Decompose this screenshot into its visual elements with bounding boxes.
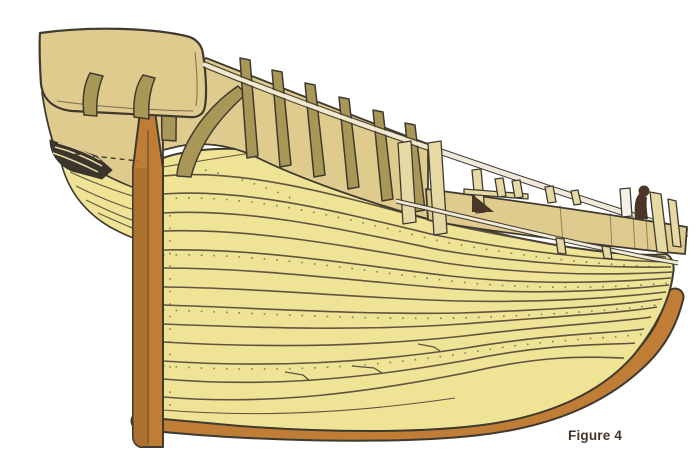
- stem-post: [132, 111, 164, 448]
- stern-crook: [634, 185, 650, 219]
- bow-dashed-line: [56, 151, 139, 162]
- gap-frames: [555, 237, 613, 260]
- stern-sheer-panel: [395, 140, 688, 266]
- stern-ribband: [395, 198, 679, 266]
- rivet-dots: [163, 169, 672, 408]
- figure-caption: Figure 4: [568, 428, 623, 443]
- hull-planking: [162, 147, 675, 432]
- strake-seams: [163, 152, 673, 415]
- frame-heads: [82, 72, 156, 120]
- bow-mould-panel: [38, 27, 208, 162]
- keel: [130, 287, 685, 442]
